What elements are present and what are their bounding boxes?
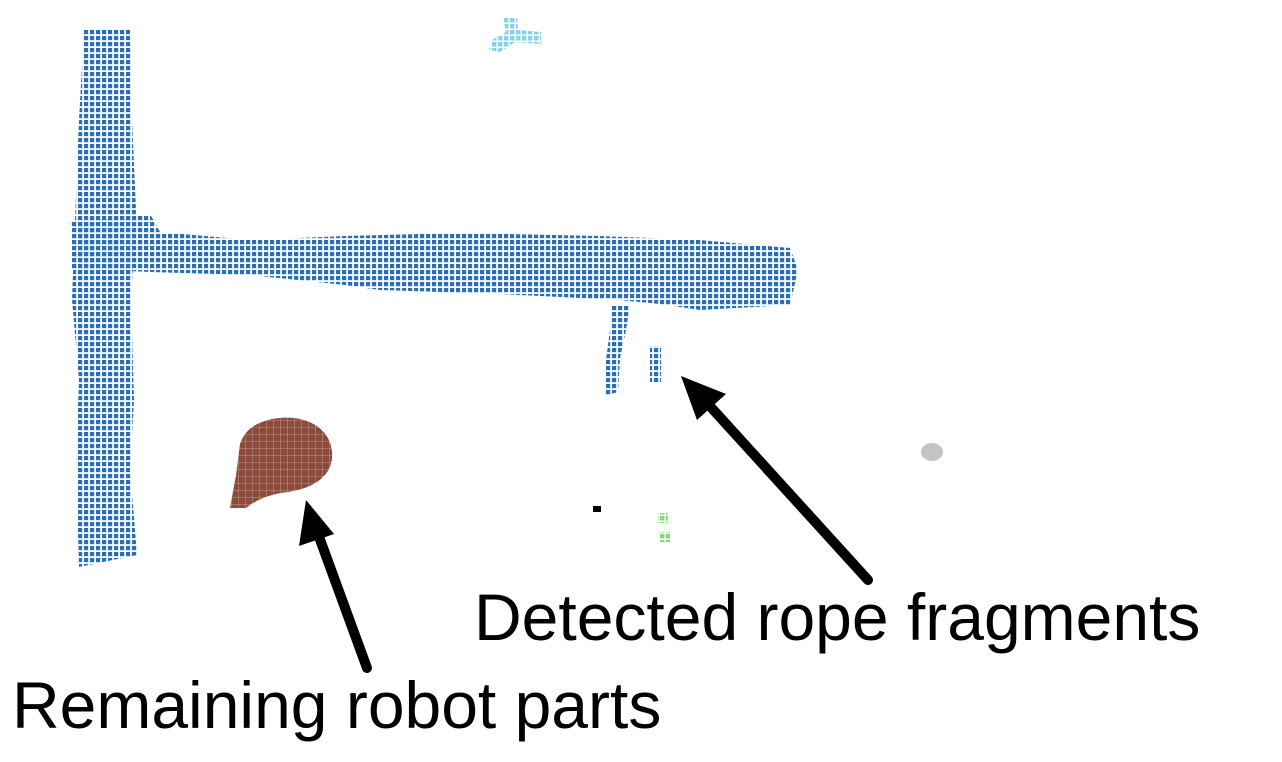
rope-horizontal-segment	[70, 214, 798, 310]
rope-small-fragment	[650, 346, 661, 382]
black-dot	[593, 506, 601, 512]
arrow-to-robot-parts	[299, 500, 372, 673]
robot-part-blob	[230, 417, 333, 508]
rope-hanging-fragment	[604, 305, 630, 396]
label-remaining-robot-parts: Remaining robot parts	[12, 668, 662, 742]
rope-vertical-segment	[72, 30, 137, 567]
arrow-to-rope-fragments	[681, 376, 873, 585]
green-fragment	[658, 513, 670, 542]
light-blue-fragment	[489, 17, 541, 52]
gray-blob	[921, 443, 943, 461]
label-detected-rope-fragments: Detected rope fragments	[474, 580, 1201, 654]
